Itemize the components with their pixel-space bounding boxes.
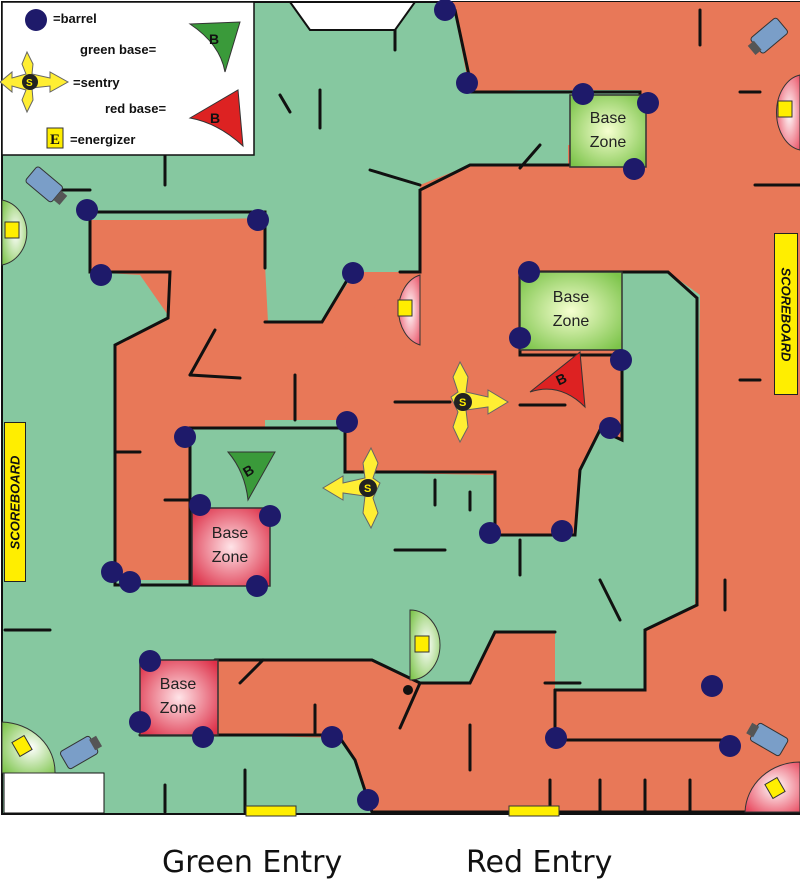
energizer-icon — [776, 74, 800, 151]
barrel-icon — [247, 209, 269, 231]
barrel-icon — [637, 92, 659, 114]
legend-energizer-letter: E — [50, 132, 60, 148]
barrel-icon — [479, 522, 501, 544]
energizer-icon — [1, 199, 28, 266]
red-base-icon: B — [529, 351, 586, 409]
legend-sentry-letter: S — [26, 78, 33, 89]
sentry-letter: S — [364, 483, 371, 495]
barrel-icon — [342, 262, 364, 284]
barrel-icon — [119, 571, 141, 593]
barrel-icon — [259, 505, 281, 527]
base-zone-green-mid — [519, 271, 623, 351]
base-zone-green-top — [569, 94, 647, 168]
barrel-icon — [76, 199, 98, 221]
energizer-icon — [397, 274, 421, 346]
camera-icon — [746, 722, 789, 757]
junction-dot — [403, 685, 413, 695]
barrel-icon — [139, 650, 161, 672]
barrel-icon — [509, 327, 531, 349]
green-island-right — [555, 272, 697, 690]
barrel-icon — [321, 726, 343, 748]
barrel-icon — [599, 417, 621, 439]
barrel-icon — [572, 83, 594, 105]
green-base-icon: B — [188, 21, 241, 73]
barrel-icon — [246, 575, 268, 597]
barrel-icon — [456, 72, 478, 94]
scoreboard-left-label: SCOREBOARD — [7, 455, 23, 549]
barrel-icon — [518, 261, 540, 283]
legend-sentry-label: =sentry — [73, 75, 120, 90]
legend-red-base-label: red base= — [105, 101, 167, 116]
energizer-icon — [409, 609, 441, 681]
barrel-icon — [336, 411, 358, 433]
green-entry-marker — [245, 805, 297, 817]
barrels — [76, 0, 741, 811]
scoreboard-left: SCOREBOARD — [4, 422, 26, 582]
barrel-icon — [174, 426, 196, 448]
legend-green-base-label: green base= — [80, 42, 157, 57]
bottom-left-box — [3, 772, 105, 814]
barrel-icon — [551, 520, 573, 542]
base-zone-red-mid — [191, 507, 271, 587]
barrel-icon — [90, 264, 112, 286]
barrel-icon — [545, 727, 567, 749]
camera-icon — [25, 166, 68, 206]
barrel-icon — [434, 0, 456, 21]
barrel-icon — [101, 561, 123, 583]
camera-icon — [60, 735, 103, 770]
barrel-icon — [25, 9, 47, 31]
barrel-icon — [623, 158, 645, 180]
legend-green-base-letter: B — [209, 31, 219, 47]
red-base-icon: B — [188, 89, 244, 148]
energizer-icon: E — [46, 127, 64, 149]
energizer-icon — [744, 761, 800, 813]
barrel-icon — [129, 711, 151, 733]
legend-energizer-label: =energizer — [70, 132, 136, 147]
green-entry-label: Green Entry — [162, 845, 343, 880]
legend-barrel-label: =barrel — [53, 11, 97, 26]
green-base-icon: B — [226, 451, 276, 502]
scoreboard-right-label: SCOREBOARD — [778, 267, 794, 361]
sentry-icon: S — [450, 360, 509, 444]
top-gate — [288, 1, 417, 31]
energizer-icon — [1, 721, 56, 774]
sentry-letter: S — [459, 397, 466, 409]
barrel-icon — [610, 349, 632, 371]
legend-red-base-letter: B — [210, 110, 220, 126]
sentry-icon: S — [0, 50, 70, 114]
red-entry-marker — [508, 805, 560, 817]
camera-icon — [747, 17, 788, 56]
barrel-icon — [357, 789, 379, 811]
red-entry-label: Red Entry — [466, 845, 613, 880]
barrel-icon — [189, 494, 211, 516]
legend: B S B E — [0, 1, 255, 156]
barrel-icon — [719, 735, 741, 757]
sentry-icon: S — [322, 446, 381, 530]
scoreboard-right: SCOREBOARD — [774, 233, 798, 395]
barrel-icon — [192, 726, 214, 748]
barrel-icon — [701, 675, 723, 697]
base-zone-red-bottom — [139, 659, 219, 736]
green-island-upper-left — [190, 428, 345, 508]
